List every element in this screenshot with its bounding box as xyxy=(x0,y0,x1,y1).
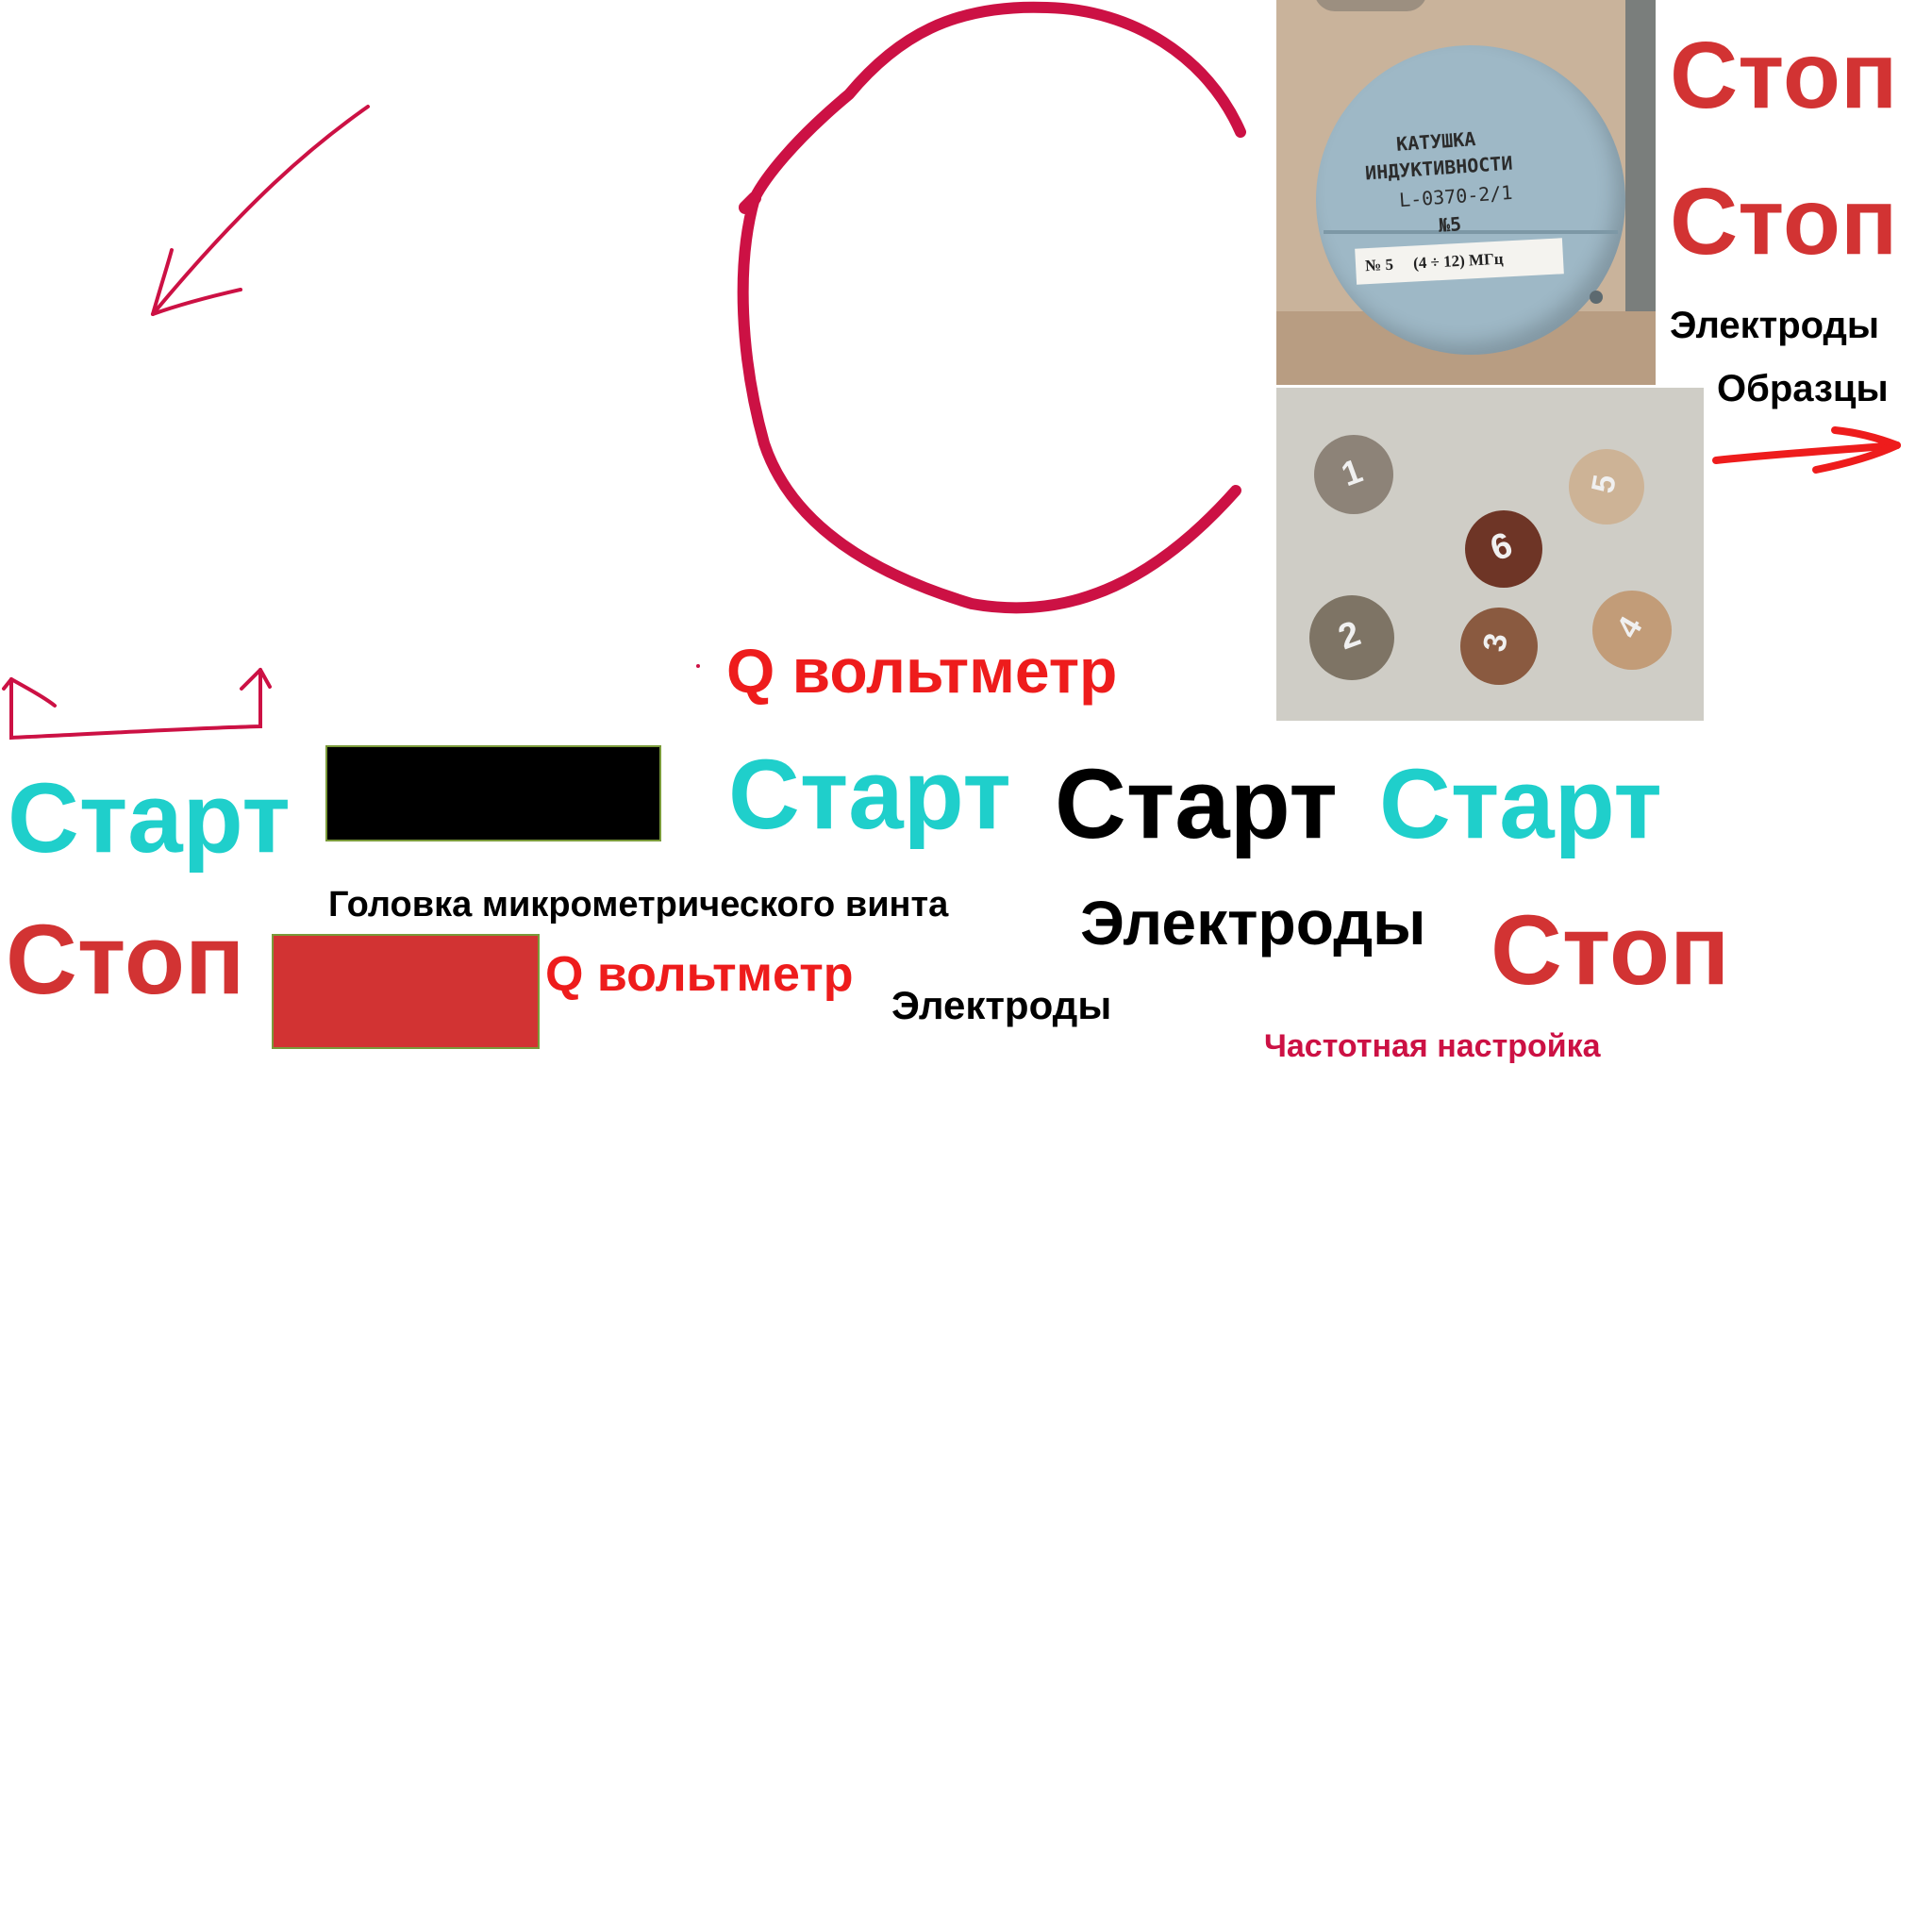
start-button-label-teal-3: Старт xyxy=(1379,749,1662,859)
frequency-tuning-label: Частотная настройка xyxy=(1264,1028,1601,1064)
coil-label-line2: ИНДУКТИВНОСТИ xyxy=(1364,151,1514,185)
double-arrow-bracket-icon xyxy=(2,668,272,741)
samples-label: Образцы xyxy=(1717,368,1889,409)
hand-drawn-circle xyxy=(737,1,1246,614)
coil-label-line4: №5 xyxy=(1438,212,1462,237)
inductance-coil-photo: КАТУШКА ИНДУКТИВНОСТИ L-0370-2/1 №5 № 5 … xyxy=(1276,0,1656,385)
coil-label-line3: L-0370-2/1 xyxy=(1398,180,1514,212)
start-indicator-black-box xyxy=(325,745,661,841)
q-voltmeter-label-2: Q вольтметр xyxy=(545,947,854,1002)
stop-indicator-red-box xyxy=(272,934,540,1049)
stop-label-top-2: Стоп xyxy=(1670,169,1898,275)
coil-frequency-plate-text: № 5 (4 ÷ 12) МГц xyxy=(1364,249,1505,275)
sample-disc-3: 3 xyxy=(1460,608,1538,685)
arrow-right-icon xyxy=(1712,426,1901,474)
coil-frequency-plate: № 5 (4 ÷ 12) МГц xyxy=(1355,238,1564,285)
stop-label-top-1: Стоп xyxy=(1670,23,1898,128)
start-button-label-left: Старт xyxy=(8,763,291,874)
coil-disc: КАТУШКА ИНДУКТИВНОСТИ L-0370-2/1 №5 № 5 … xyxy=(1316,45,1625,355)
coil-label-line1: КАТУШКА xyxy=(1395,127,1477,156)
start-button-label-black: Старт xyxy=(1055,749,1338,859)
sample-disc-4: 4 xyxy=(1592,591,1672,670)
sample-disc-5: 5 xyxy=(1569,449,1644,525)
samples-photo: 1 5 6 2 3 4 xyxy=(1276,388,1704,721)
stop-label-right: Стоп xyxy=(1491,895,1730,1006)
micrometer-head-label: Головка микрометрического винта xyxy=(328,885,949,924)
sample-disc-6: 6 xyxy=(1465,510,1542,588)
electrodes-label-top: Электроды xyxy=(1670,305,1880,346)
start-button-label-teal-2: Старт xyxy=(728,740,1011,850)
electrodes-label-small: Электроды xyxy=(891,983,1112,1027)
q-voltmeter-label-1: Q вольтметр xyxy=(726,636,1118,706)
sample-disc-2: 2 xyxy=(1309,595,1394,680)
arrow-down-left-icon xyxy=(151,105,370,316)
sample-disc-1: 1 xyxy=(1314,435,1393,514)
electrodes-label-mid: Электроды xyxy=(1080,888,1426,958)
stop-button-label-left: Стоп xyxy=(6,905,245,1015)
stray-dot xyxy=(696,664,700,668)
